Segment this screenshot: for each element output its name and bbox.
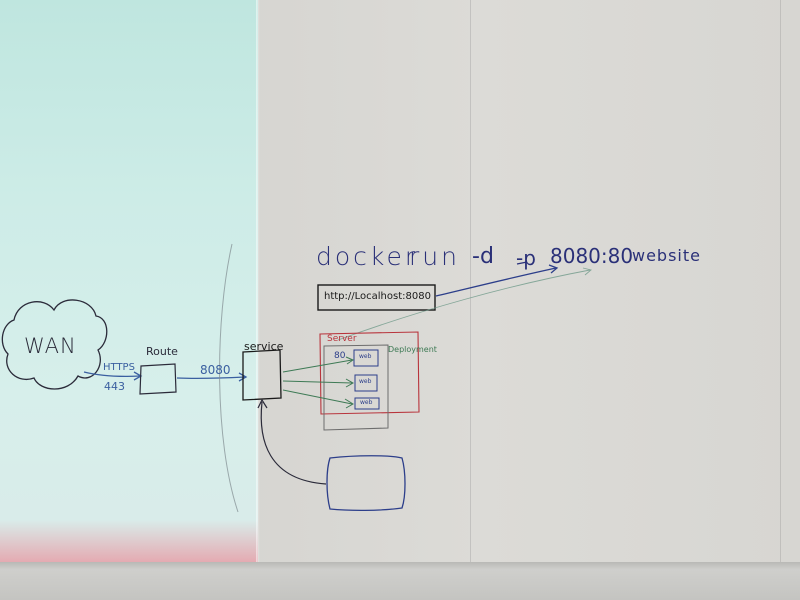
pod-label-3: web [360, 399, 373, 406]
service-to-lower-box-line [260, 401, 327, 485]
command-port-flag: -p [516, 246, 536, 270]
deployment-box [323, 344, 389, 431]
command-image: website [632, 246, 701, 265]
router-to-service-arrow [176, 376, 246, 380]
command-ports: 8080:80 [550, 244, 634, 268]
url-text: http://Localhost:8080 [324, 291, 431, 302]
service-label: service [244, 340, 284, 353]
command-run: run [409, 242, 460, 271]
projector-light-area [0, 0, 258, 565]
deployment-label: Deployment [388, 345, 437, 354]
https-port-label: 443 [104, 380, 125, 393]
service-to-pod-arrow-1 [282, 359, 353, 373]
pod-label-2: web [359, 378, 372, 385]
wan-cloud-shape [1, 299, 108, 390]
command-docker: docker [316, 242, 419, 271]
service-to-pod-arrow-2 [282, 380, 353, 384]
pod-label-1: web [359, 353, 372, 360]
server-to-command-arrow [337, 269, 591, 341]
url-to-command-arrow [435, 267, 557, 297]
pod-box-2 [354, 374, 378, 392]
https-label: HTTPS [103, 362, 135, 373]
command-detach-flag: -d [472, 244, 494, 269]
wan-to-router-arrow [83, 371, 141, 378]
server-box [319, 331, 420, 415]
panel-seam [470, 0, 471, 562]
panel-seam [780, 0, 781, 562]
router-port-label: 8080 [200, 363, 231, 377]
faint-arc-line [219, 243, 239, 513]
lower-blank-box [326, 455, 406, 512]
container-port-label: 80 [334, 351, 346, 361]
wan-label: WAN [24, 334, 77, 358]
service-to-pod-arrow-3 [282, 389, 353, 405]
pod-box-1 [353, 349, 379, 367]
server-label: Server [327, 334, 357, 344]
projection-edge [256, 0, 260, 566]
pod-box-3 [354, 397, 380, 410]
router-box [139, 363, 177, 395]
service-box [242, 349, 282, 401]
whiteboard-frame [0, 562, 800, 600]
url-box-outline [317, 284, 436, 311]
router-label: Route [146, 345, 178, 358]
